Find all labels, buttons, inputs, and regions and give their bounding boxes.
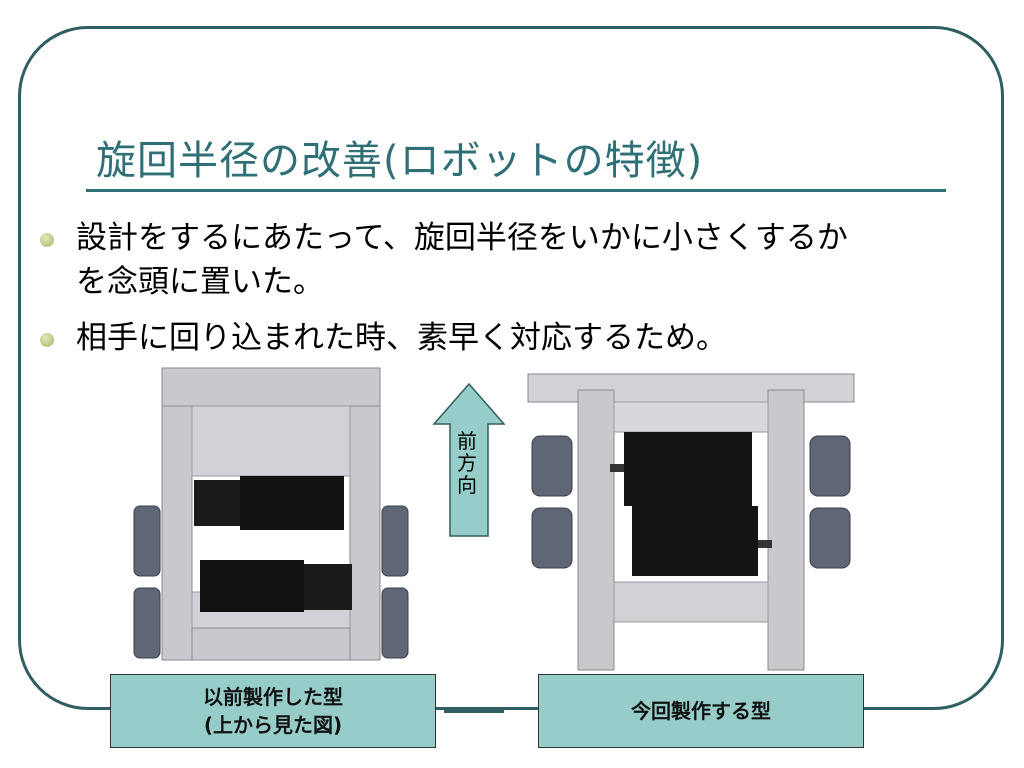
slide-title: 旋回半径の改善(ロボットの特徴) [96, 138, 704, 184]
title-underline [86, 189, 946, 192]
caption-previous-line-2: (上から見た図) [203, 713, 343, 737]
current-robot-image [527, 373, 855, 671]
caption-current-line-1: 今回製作する型 [631, 699, 771, 723]
bullet-1-line-1: 設計をするにあたって、旋回半径をいかに小さくするか [76, 220, 848, 256]
caption-previous-model: 以前製作した型 (上から見た図) [110, 674, 436, 748]
bullet-1-line-2: を念頭に置いた。 [76, 264, 324, 300]
frame-line-between-captions [444, 710, 504, 713]
caption-current-model: 今回製作する型 [538, 674, 864, 748]
arrow-char-1: 前 [457, 429, 477, 453]
previous-robot-image [133, 367, 409, 661]
forward-direction-label: 前 方 向 [452, 430, 482, 496]
arrow-char-2: 方 [457, 451, 477, 475]
caption-previous-line-1: 以前製作した型 [203, 685, 343, 709]
arrow-char-3: 向 [457, 473, 477, 497]
bullet-marker-2 [40, 333, 54, 347]
bullet-2-line-1: 相手に回り込まれた時、素早く対応するため。 [76, 320, 727, 356]
bullet-text-2: 相手に回り込まれた時、素早く対応するため。 [76, 316, 727, 360]
bullet-marker-1 [40, 233, 54, 247]
forward-direction-arrow [432, 382, 506, 537]
slide-frame [18, 26, 1004, 710]
bullet-text-1: 設計をするにあたって、旋回半径をいかに小さくするか を念頭に置いた。 [76, 216, 848, 304]
